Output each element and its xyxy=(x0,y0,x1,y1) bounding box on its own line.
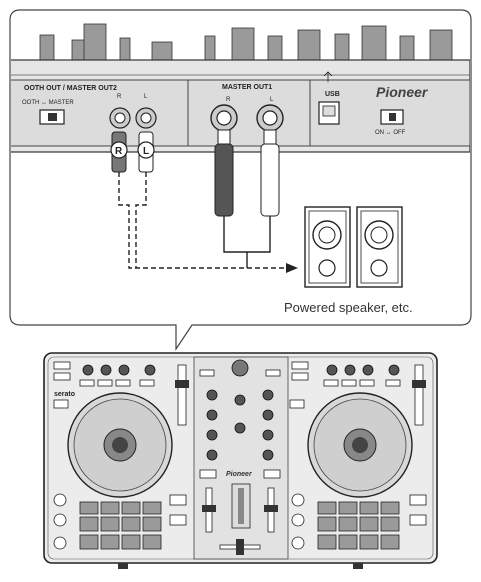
rca-plugs: R L xyxy=(110,131,155,173)
rear-panel: OOTH OUT / MASTER OUT2 OOTH ↔ MASTER R L… xyxy=(11,23,470,153)
powered-speaker-right xyxy=(356,206,403,288)
mixer-buttons xyxy=(199,369,281,479)
out2-label: OOTH OUT / MASTER OUT2 xyxy=(24,85,117,92)
out2-jacks xyxy=(109,107,157,129)
channel-faders xyxy=(202,483,278,533)
controller-brand: Pioneer xyxy=(226,471,253,478)
right-deck-knobs xyxy=(326,364,400,376)
top-knobs xyxy=(39,23,453,62)
plug-l-label: L xyxy=(143,146,149,157)
connection-arrow xyxy=(286,263,298,273)
out1-plugs xyxy=(214,129,280,217)
left-deck-buttons xyxy=(53,361,155,409)
power-label: ON ↔ OFF xyxy=(375,130,406,136)
out1-jacks xyxy=(210,104,284,132)
plug-r-label: R xyxy=(115,146,123,157)
right-jog-wheel xyxy=(307,392,413,498)
out2-r-label: R xyxy=(117,94,122,100)
usb-port xyxy=(318,71,340,125)
crossfader xyxy=(219,539,261,555)
out1-cable xyxy=(223,216,271,268)
left-tempo-slider xyxy=(175,364,189,426)
left-transport-buttons xyxy=(53,493,187,550)
out1-label: MASTER OUT1 xyxy=(222,84,272,91)
right-transport-buttons xyxy=(291,493,427,550)
mixer-knobs xyxy=(206,359,274,461)
dj-controller: serato xyxy=(43,352,438,569)
panel-brand: Pioneer xyxy=(376,84,429,100)
right-performance-pads xyxy=(317,501,400,550)
left-performance-pads xyxy=(79,501,162,550)
out2-cable-dashed xyxy=(118,172,290,269)
left-deck-knobs xyxy=(82,364,156,376)
out2-l-label: L xyxy=(144,94,148,100)
left-deck-logo: serato xyxy=(54,391,75,398)
out2-switch xyxy=(39,109,65,125)
speaker-caption: Powered speaker, etc. xyxy=(284,300,413,315)
right-deck-buttons xyxy=(289,361,401,409)
usb-label: USB xyxy=(325,91,340,98)
powered-speaker-left xyxy=(304,206,351,288)
left-jog-wheel xyxy=(67,392,173,498)
power-switch xyxy=(380,109,404,125)
right-tempo-slider xyxy=(412,364,426,426)
out1-l-label: L xyxy=(270,97,274,103)
out2-switch-label: OOTH ↔ MASTER xyxy=(22,100,74,106)
out1-r-label: R xyxy=(226,97,231,103)
